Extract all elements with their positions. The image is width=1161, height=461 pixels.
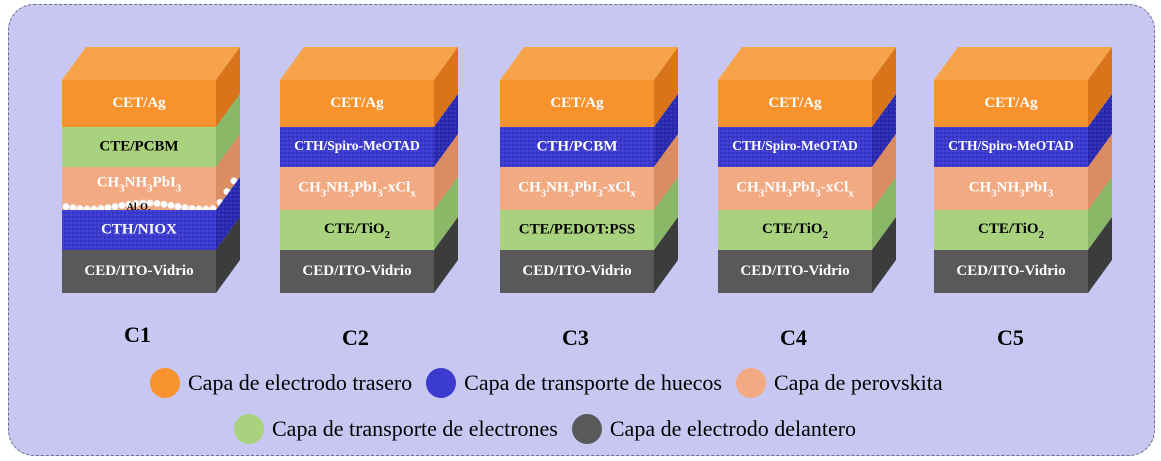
legend-swatch-etl [234, 414, 264, 444]
legend-row-2: Capa de transporte de electrones Capa de… [234, 414, 870, 444]
legend-item: Capa de electrodo trasero [150, 368, 412, 398]
legend-item: Capa de transporte de huecos [426, 368, 722, 398]
legend-item: Capa de transporte de electrones [234, 414, 558, 444]
config-label: C5 [997, 325, 1024, 350]
legend-label: Capa de perovskita [773, 370, 943, 395]
legend-row-1: Capa de electrodo trasero Capa de transp… [150, 368, 957, 398]
config-label: C1 [124, 322, 151, 347]
legend-label: Capa de electrodo delantero [609, 416, 857, 441]
legend-label: Capa de transporte de huecos [464, 370, 722, 395]
legend-label: Capa de transporte de electrones [272, 416, 558, 441]
legend-swatch-front [571, 414, 602, 444]
legend-item: Capa de perovskita [735, 368, 943, 398]
config-label: C3 [562, 325, 589, 350]
legend-swatch-htl [426, 368, 457, 398]
config-label: C2 [342, 325, 369, 350]
legend-swatch-perov [735, 368, 766, 398]
config-label: C4 [780, 325, 807, 350]
legend-swatch-back [150, 368, 180, 398]
legend-label: Capa de electrodo trasero [188, 370, 413, 395]
legend-item: Capa de electrodo delantero [571, 414, 857, 444]
